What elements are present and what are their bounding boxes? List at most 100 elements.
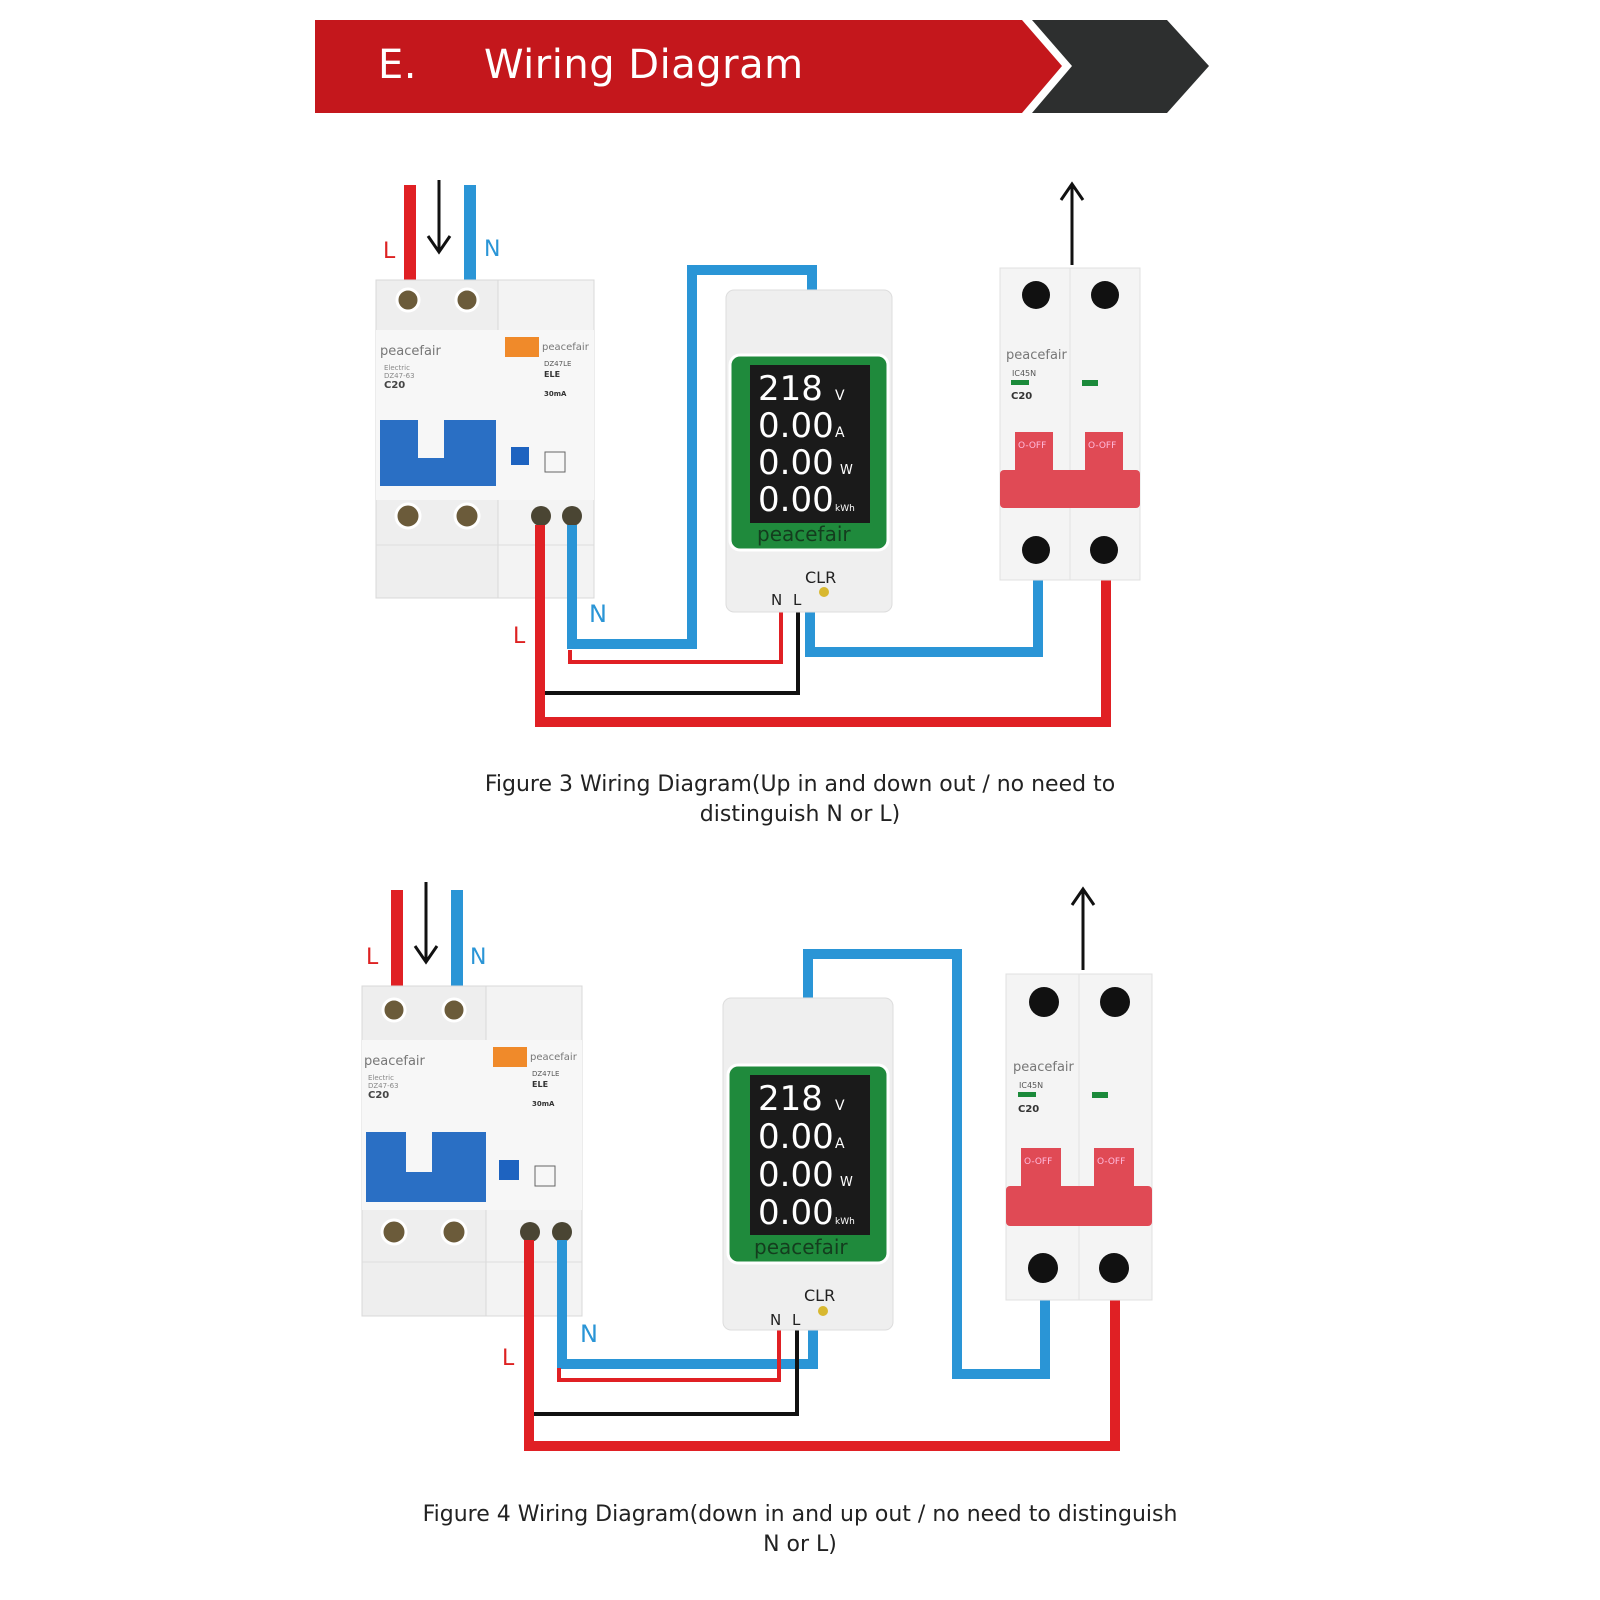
input-label-n: N bbox=[470, 945, 486, 970]
rcbo-model-line1: Electric bbox=[368, 1074, 394, 1082]
mcb-rating: C20 bbox=[1018, 1104, 1039, 1115]
mcb-switch-label-left: O-OFF bbox=[1018, 441, 1046, 451]
figure-3-caption-line2: distinguish N or L) bbox=[699, 802, 901, 827]
input-neutral-wire bbox=[451, 890, 463, 1010]
meter-power: 0.00 bbox=[758, 443, 834, 483]
meter-l-wire bbox=[533, 1310, 799, 1416]
rcbo-model-line2: DZ47-63 bbox=[368, 1082, 399, 1090]
terminal-hole bbox=[1090, 536, 1118, 564]
meter-current: 0.00 bbox=[758, 1117, 834, 1157]
meter-clr-button bbox=[818, 1306, 828, 1316]
section-letter: E. bbox=[378, 42, 417, 88]
terminal-hole bbox=[1028, 1253, 1058, 1283]
figure-3-diagram: L N peacefair Electric DZ47-63 C20 peace… bbox=[0, 0, 1600, 764]
terminal-screw bbox=[441, 997, 467, 1023]
meter-current: 0.00 bbox=[758, 406, 834, 446]
rcbo-tag-brand: peacefair bbox=[530, 1052, 578, 1063]
meter-voltage: 218 bbox=[758, 369, 823, 409]
meter-voltage-unit: V bbox=[835, 388, 845, 404]
figure-3-wiring-svg: L N peacefair Electric DZ47-63 C20 peace… bbox=[375, 180, 1141, 727]
down-arrow-icon bbox=[426, 180, 452, 255]
terminal-screw bbox=[562, 506, 582, 526]
input-live-wire bbox=[404, 185, 416, 295]
figure-3-caption: Figure 3 Wiring Diagram(Up in and down o… bbox=[300, 770, 1300, 830]
mcb-brand: peacefair bbox=[1013, 1060, 1075, 1075]
meter-n-wire bbox=[557, 1310, 781, 1382]
mcb-model: IC45N bbox=[1012, 369, 1036, 378]
terminal-screw bbox=[440, 1218, 468, 1246]
mcb-breaker: peacefair IC45N C20 O-OFF O-OFF bbox=[999, 181, 1141, 581]
mcb-handle bbox=[1000, 470, 1140, 508]
live-wire-rcbo-to-mcb bbox=[535, 525, 1111, 727]
input-label-n: N bbox=[484, 237, 500, 262]
meter-energy-unit: kWh bbox=[835, 1217, 855, 1227]
meter-terminal-l: L bbox=[793, 591, 802, 609]
input-neutral-wire bbox=[464, 185, 476, 295]
terminal-screw bbox=[531, 506, 551, 526]
input-label-l: L bbox=[366, 945, 379, 970]
rcbo-brand: peacefair bbox=[364, 1054, 426, 1069]
meter-clr-label: CLR bbox=[805, 568, 836, 587]
meter-energy: 0.00 bbox=[758, 480, 834, 520]
meter-energy-unit: kWh bbox=[835, 504, 855, 514]
banner-red-arrow bbox=[315, 20, 1062, 113]
meter-lcd bbox=[750, 1075, 870, 1235]
input-label-l: L bbox=[383, 239, 396, 264]
output-label-l: L bbox=[502, 1346, 515, 1371]
meter-voltage: 218 bbox=[758, 1079, 823, 1119]
terminal-screw bbox=[454, 287, 480, 313]
figure-4-caption-line2: N or L) bbox=[763, 1532, 837, 1557]
meter-terminal-n: N bbox=[770, 1311, 781, 1329]
rcbo-tag-model: DZ47LE bbox=[532, 1070, 559, 1078]
rcbo-breaker: peacefair Electric DZ47-63 C20 peacefair… bbox=[375, 279, 595, 599]
figure-3-caption-line1: Figure 3 Wiring Diagram(Up in and down o… bbox=[484, 772, 1116, 797]
figure-4-caption: Figure 4 Wiring Diagram(down in and up o… bbox=[300, 1500, 1300, 1560]
rcbo-tag-type: ELE bbox=[532, 1080, 548, 1089]
figure-4-caption-line1: Figure 4 Wiring Diagram(down in and up o… bbox=[422, 1502, 1178, 1527]
meter-power-unit: W bbox=[840, 463, 853, 478]
meter-brand: peacefair bbox=[757, 522, 851, 546]
meter-current-unit: A bbox=[835, 425, 845, 441]
meter-current-unit: A bbox=[835, 1136, 845, 1152]
rcbo-tag-brand: peacefair bbox=[542, 342, 590, 353]
wiring-figure-4 bbox=[524, 949, 1120, 1451]
rcbo-rating: C20 bbox=[384, 380, 405, 391]
neutral-wire-meter-to-mcb bbox=[805, 550, 1043, 657]
terminal-hole bbox=[1022, 281, 1050, 309]
section-title: Wiring Diagram bbox=[484, 42, 804, 88]
terminal-screw bbox=[394, 502, 422, 530]
rcbo-tag-current: 30mA bbox=[532, 1100, 555, 1108]
terminal-screw bbox=[380, 1218, 408, 1246]
rcbo-test-button bbox=[499, 1160, 519, 1180]
meter-voltage-unit: V bbox=[835, 1098, 845, 1114]
meter-lcd bbox=[750, 365, 870, 523]
figure-4-diagram: L N peacefair Electric DZ47-63 C20 peace… bbox=[0, 870, 1600, 1494]
rcbo-tag bbox=[505, 337, 539, 357]
terminal-screw bbox=[395, 287, 421, 313]
mcb-rating: C20 bbox=[1011, 391, 1032, 402]
neutral-wire-meter-to-mcb bbox=[803, 949, 1050, 1379]
rcbo-tag-current: 30mA bbox=[544, 390, 567, 398]
energy-meter: 218 V 0.00 A 0.00 W 0.00 kWh peacefair C… bbox=[722, 997, 894, 1331]
mcb-handle bbox=[1006, 1186, 1152, 1226]
rcbo-tag bbox=[493, 1047, 527, 1067]
output-label-l: L bbox=[513, 624, 526, 649]
banner-dark-chevron bbox=[1032, 20, 1209, 113]
neutral-wire-rcbo-to-meter bbox=[557, 1240, 818, 1369]
rcbo-tag-model: DZ47LE bbox=[544, 360, 571, 368]
live-wire-rcbo-to-mcb bbox=[524, 1240, 1120, 1451]
output-label-n: N bbox=[589, 600, 607, 628]
meter-energy: 0.00 bbox=[758, 1193, 834, 1233]
terminal-hole bbox=[1091, 281, 1119, 309]
input-live-wire bbox=[391, 890, 403, 1010]
terminal-screw bbox=[520, 1222, 540, 1242]
output-label-n: N bbox=[580, 1320, 598, 1348]
mcb-switch-label-right: O-OFF bbox=[1088, 441, 1116, 451]
rcbo-model-line1: Electric bbox=[384, 364, 410, 372]
meter-terminal-n: N bbox=[771, 591, 782, 609]
meter-l-wire bbox=[540, 612, 800, 695]
rcbo-tag-type: ELE bbox=[544, 370, 560, 379]
down-arrow-icon bbox=[413, 882, 439, 965]
terminal-hole bbox=[1100, 987, 1130, 1017]
meter-power: 0.00 bbox=[758, 1155, 834, 1195]
